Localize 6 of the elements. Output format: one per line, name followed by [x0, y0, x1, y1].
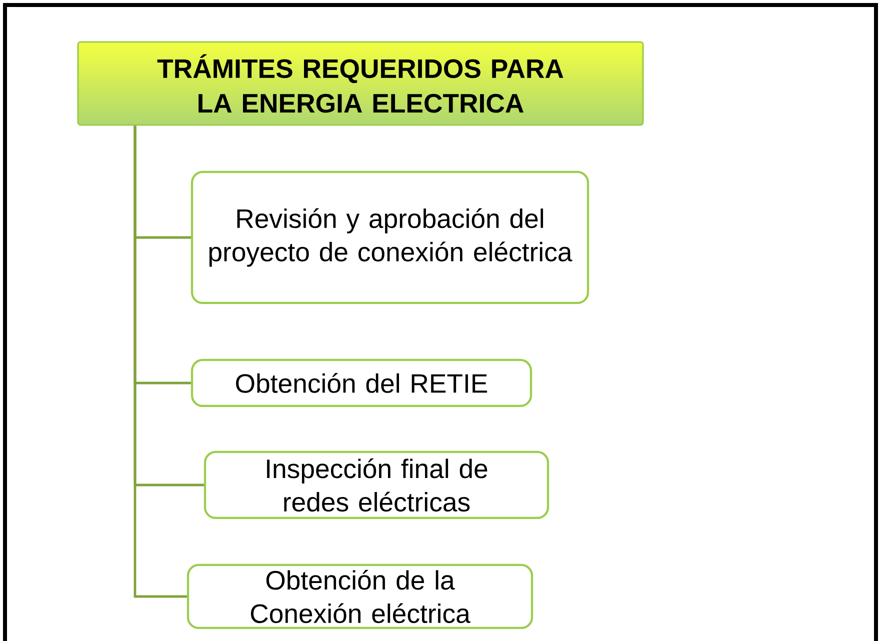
connector-line [134, 126, 187, 598]
step-box: Revisión y aprobación del proyecto de conexión eléctrica [190, 170, 590, 304]
step-box: Inspección final de redes eléctricas [204, 450, 550, 520]
step-box: Obtención de la Conexión eléctrica [186, 564, 534, 630]
step-box: Obtención del RETIE [190, 358, 532, 408]
title-box: TRÁMITES REQUERIDOS PARA LA ENERGIA ELECTRICA [77, 41, 644, 126]
